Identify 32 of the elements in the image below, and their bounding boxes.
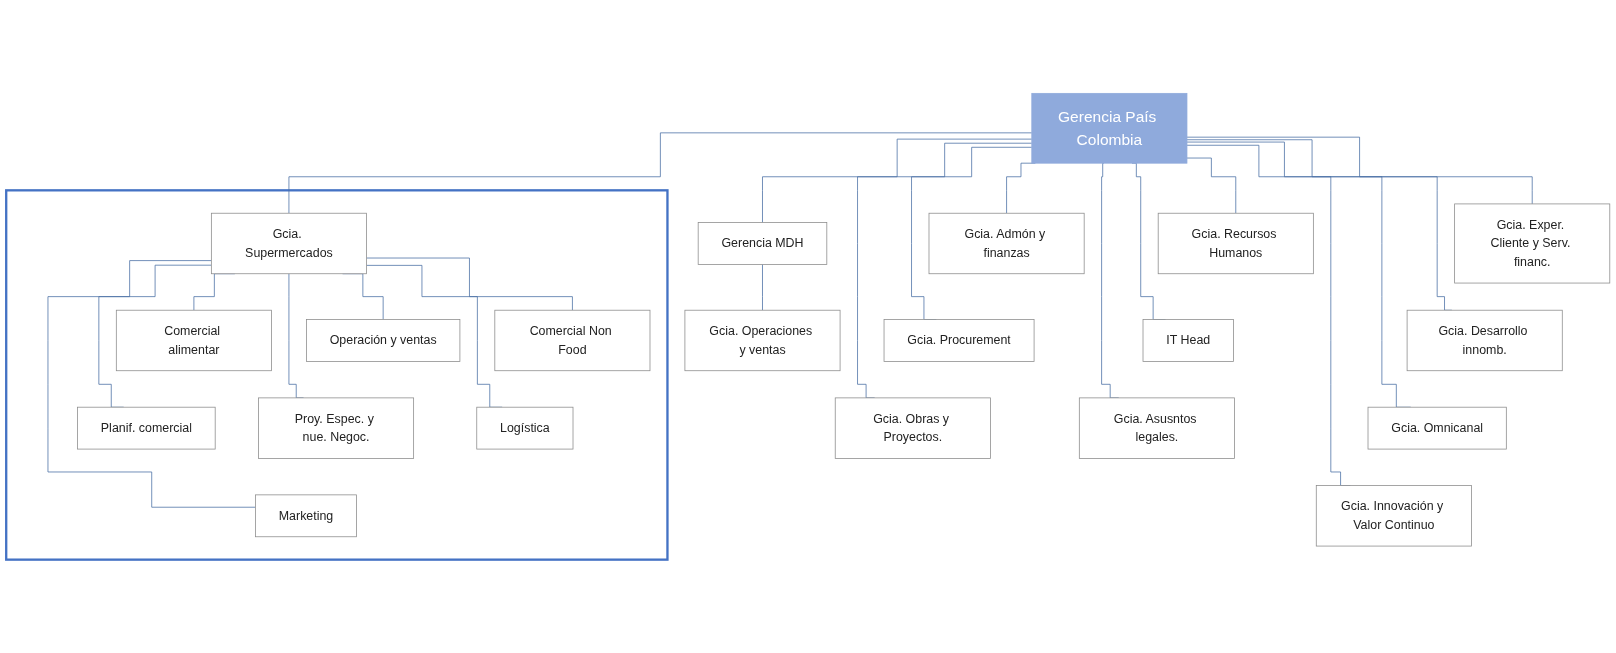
node-box: Gcia. Omnicanal [1367,406,1507,450]
node-box: Logística [476,406,574,450]
node-box: IT Head [1142,319,1234,362]
node-box: Proy. Espec. y nue. Negoc. [258,397,414,459]
connector [47,260,256,508]
node-box: Gcia. Supermercados [210,212,367,275]
connector [98,264,212,408]
node-box: Gcia. Admón y finanzas [928,212,1085,275]
connector [911,146,1033,320]
node-box: Comercial alimentar [115,309,272,372]
node-box: Gcia. Obras y Proyectos. [834,397,991,459]
node-box: Operación y ventas [306,319,461,362]
connector [1186,157,1237,214]
node-box: Gcia. Innovación y Valor Continuo [1315,485,1472,547]
connector [762,264,763,311]
node-box: Gcia. Procurement [883,319,1035,362]
connector [857,142,1033,399]
connector [288,132,1033,214]
node-box: Marketing [255,494,357,538]
connector [762,138,1033,223]
node-box: Planif. comercial [77,406,216,450]
connector [366,257,573,311]
node-box: Gcia. Recursos Humanos [1157,212,1314,275]
node-box: Comercial Non Food [494,309,651,372]
cluster [5,189,669,561]
node-box: Gerencia País Colombia [1031,92,1188,164]
connector [1186,136,1533,205]
node-box: Gcia. Asusntos legales. [1078,397,1235,459]
node-box: Gerencia MDH [697,222,828,265]
node-box: Gcia. Desarrollo innomb. [1406,309,1563,372]
node-box: Gcia. Operaciones y ventas [684,309,841,372]
node-box: Gcia. Exper. Cliente y Serv. financ. [1454,203,1611,284]
